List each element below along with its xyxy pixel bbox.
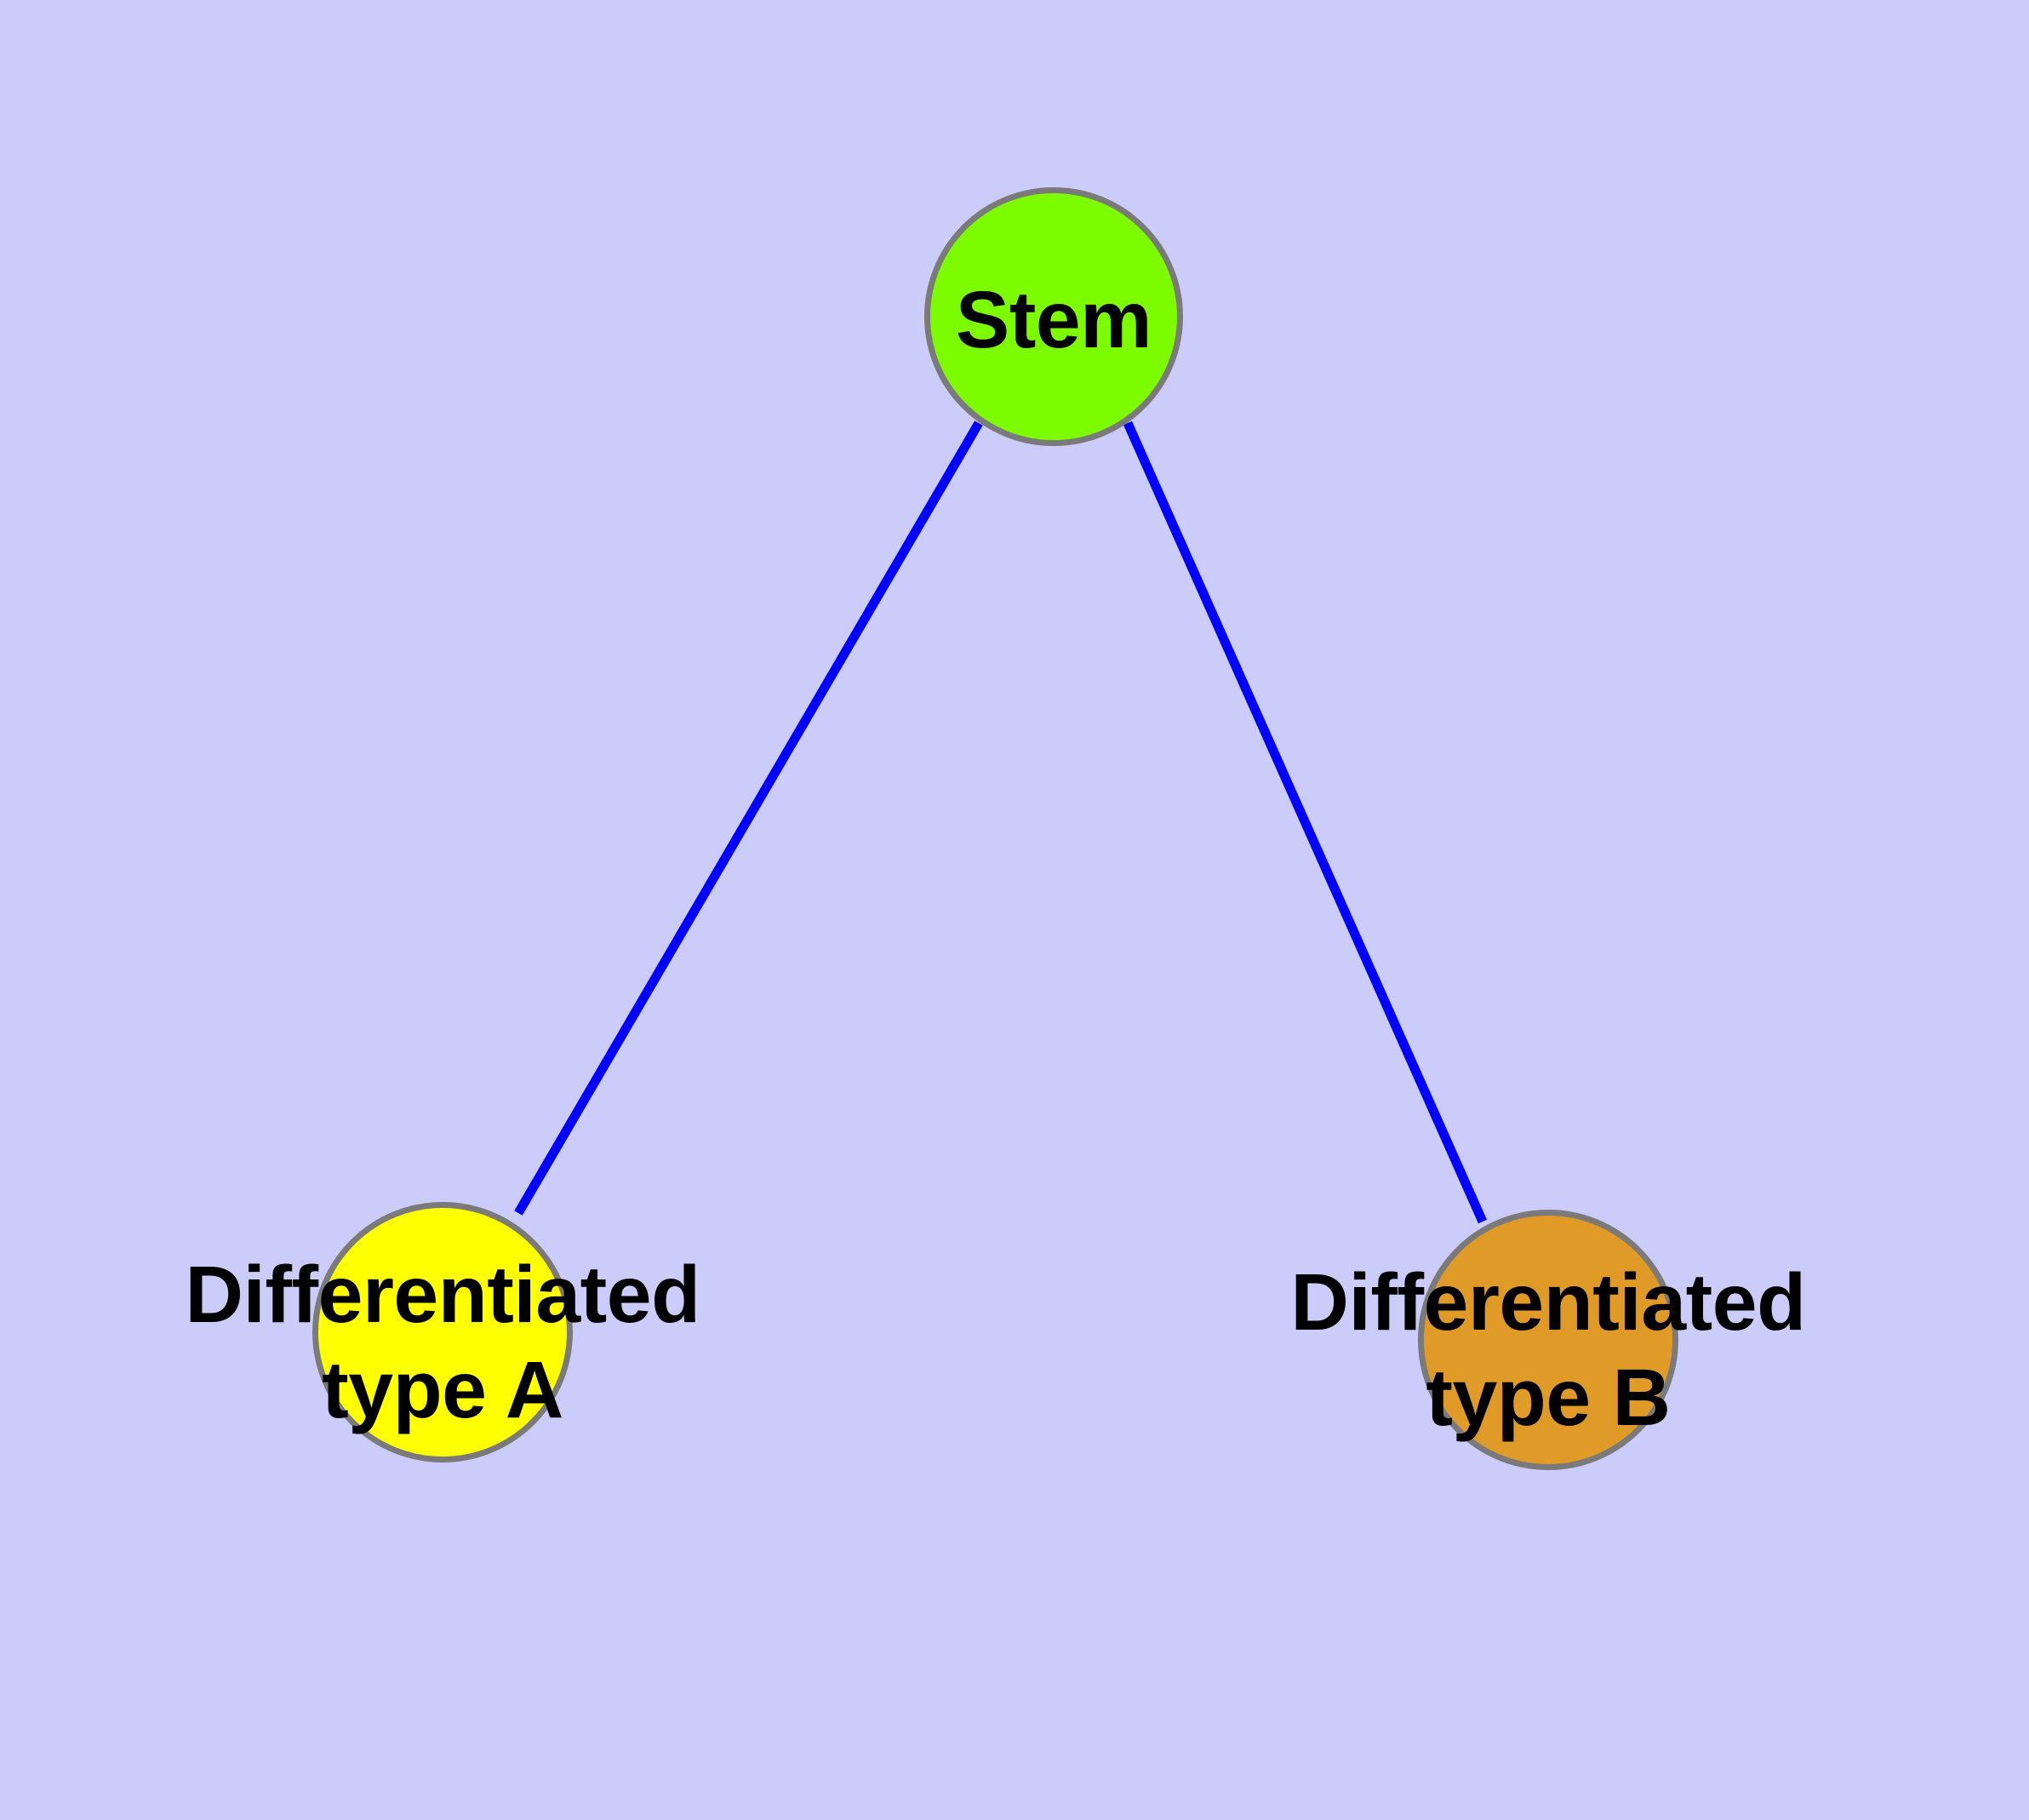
node-differentiated-type-a[interactable] <box>312 1202 573 1462</box>
node-stem[interactable] <box>924 187 1183 446</box>
edge-stem-to-differentiated-type-a <box>514 421 983 1216</box>
edge-stem-to-differentiated-type-b <box>1123 421 1488 1224</box>
node-differentiated-type-b[interactable] <box>1418 1210 1678 1470</box>
